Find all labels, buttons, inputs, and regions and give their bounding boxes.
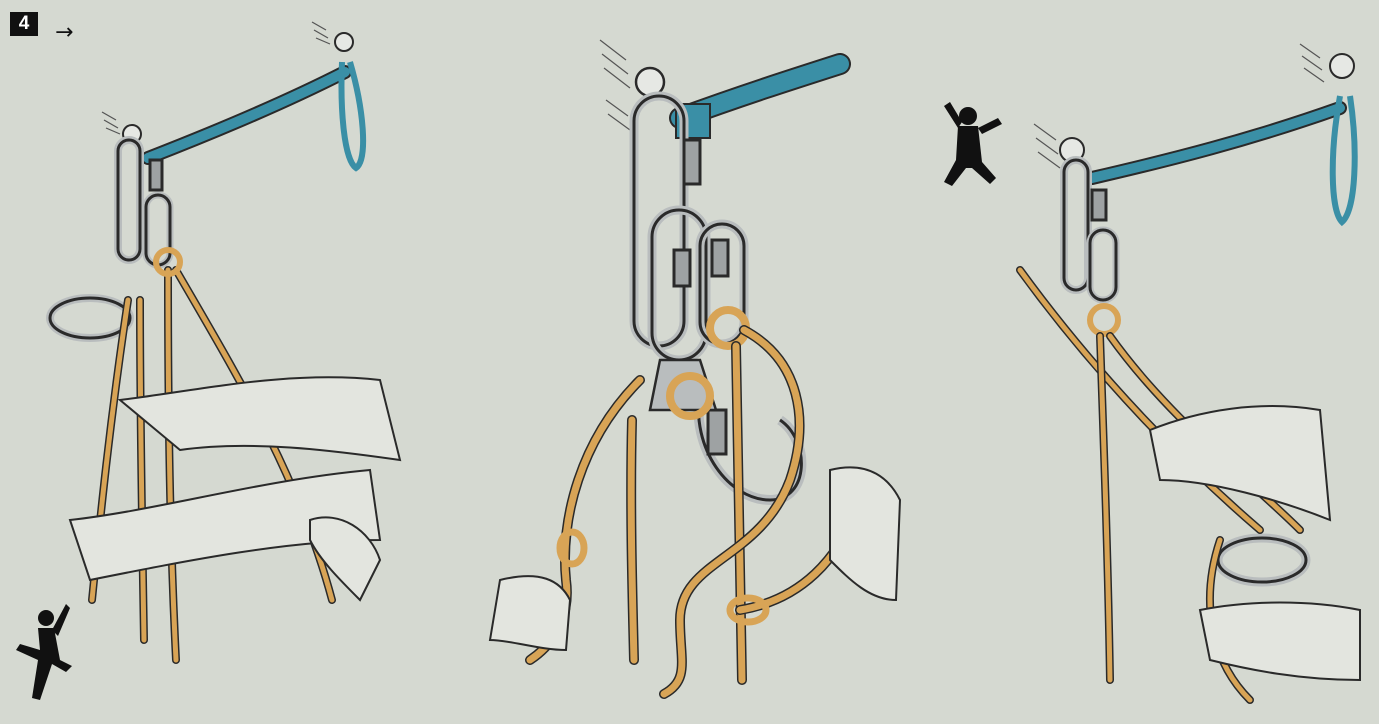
- panel-2: [490, 40, 900, 694]
- climber-icon: [16, 604, 72, 700]
- rope-icon: [92, 250, 332, 660]
- wall-marks-icon: [102, 22, 330, 134]
- carabiner-icon: [634, 96, 801, 500]
- climber-icon: [944, 102, 1002, 186]
- hand-icon: [1150, 406, 1360, 680]
- panel-3: [944, 44, 1360, 700]
- panel-1: [16, 22, 400, 700]
- carabiner-icon: [50, 140, 170, 338]
- arm-icon: [70, 377, 400, 600]
- wall-marks-icon: [600, 40, 630, 130]
- anchor-bolt-icon: [335, 33, 353, 51]
- hand-icon: [490, 467, 900, 650]
- sling-loop-icon: [1333, 96, 1355, 222]
- anchor-bolt-icon: [1330, 54, 1354, 78]
